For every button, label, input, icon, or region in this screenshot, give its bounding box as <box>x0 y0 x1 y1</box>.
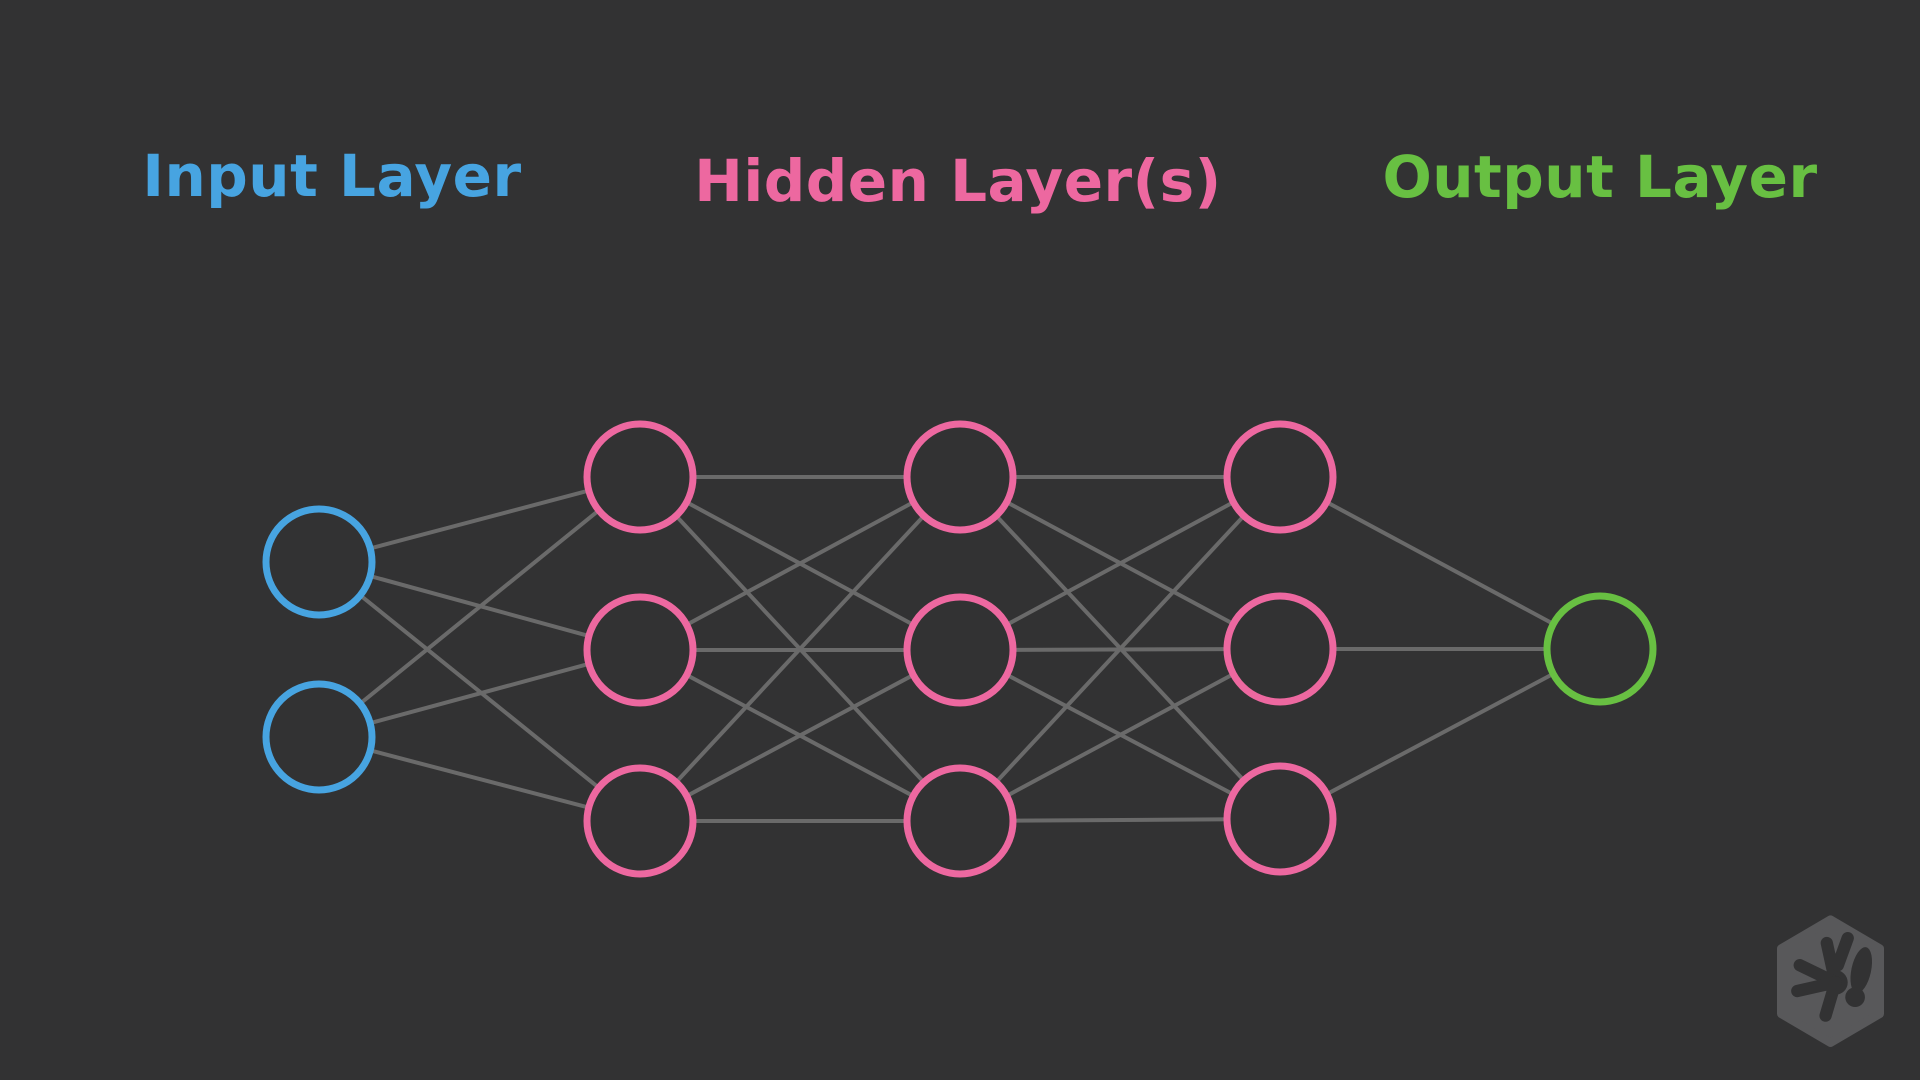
hidden-layer-3-node <box>1223 592 1337 706</box>
connection-edge <box>317 475 642 739</box>
hidden-layer-label: Hidden Layer(s) <box>694 147 1221 215</box>
hidden-layer-1-node <box>583 420 697 534</box>
hidden-layer-2-node <box>903 420 1017 534</box>
connection-edge <box>958 647 1282 823</box>
connection-edge <box>638 648 962 823</box>
connection-edge <box>1278 647 1602 821</box>
connection-edge <box>958 475 1282 823</box>
input-layer-node <box>262 505 376 619</box>
hidden-layer-3-node <box>1223 420 1337 534</box>
input-layer-node <box>262 680 376 794</box>
treehouse-logo-icon <box>1776 915 1885 1047</box>
hidden-layer-1-node <box>583 593 697 707</box>
logo-branch-cutout <box>1791 931 1873 1022</box>
hidden-layer-3-node <box>1223 762 1337 876</box>
connection-edge <box>638 475 962 652</box>
neuron-nodes <box>262 420 1657 878</box>
output-layer-node <box>1543 592 1657 706</box>
hidden-layer-2-node <box>903 764 1017 878</box>
connection-edge <box>638 475 962 823</box>
output-layer-label: Output Layer <box>1382 143 1817 211</box>
input-layer-label: Input Layer <box>142 142 521 210</box>
connection-edge <box>958 475 1282 652</box>
connection-edge <box>1278 475 1602 651</box>
hidden-layer-2-node <box>903 593 1017 707</box>
hidden-layer-1-node <box>583 764 697 878</box>
